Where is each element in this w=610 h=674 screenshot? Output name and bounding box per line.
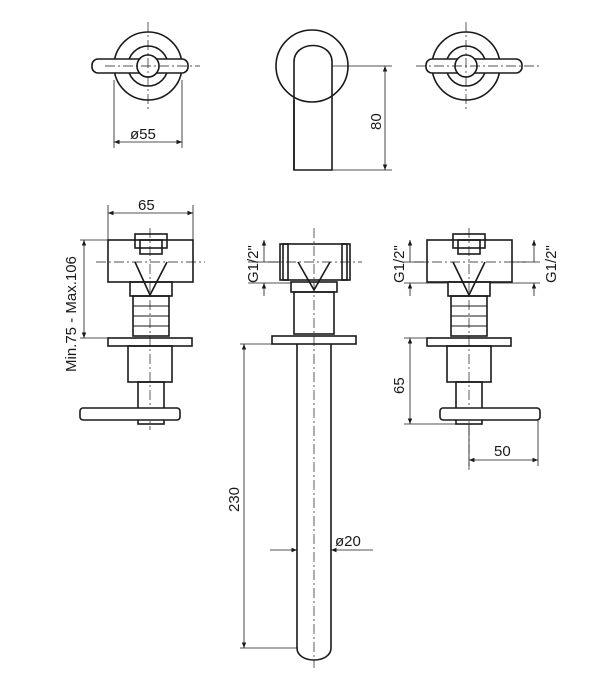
top-view-spout [275,29,392,171]
top-view-right-handle [416,22,540,110]
thread-right-a-label: G1/2" [391,245,408,283]
wall-depth-range-label: Min.75 - Max.106 [63,256,80,372]
spout-length-label: 230 [226,487,243,512]
top-view-left-handle [91,22,200,148]
thread-left-label: G1/2" [245,245,262,283]
valve-width-label: 65 [138,197,155,214]
spout-height-label: 80 [368,113,385,130]
lever-length-label: 50 [494,443,511,460]
front-view-right-valve [404,228,541,470]
spout-diameter-label: ø20 [335,533,361,550]
valve-depth-label: 65 [391,377,408,394]
front-view-left-valve [79,205,205,430]
rosette-diameter-label: ø55 [130,126,156,143]
front-view-spout [240,228,373,668]
thread-right-b-label: G1/2" [543,245,560,283]
